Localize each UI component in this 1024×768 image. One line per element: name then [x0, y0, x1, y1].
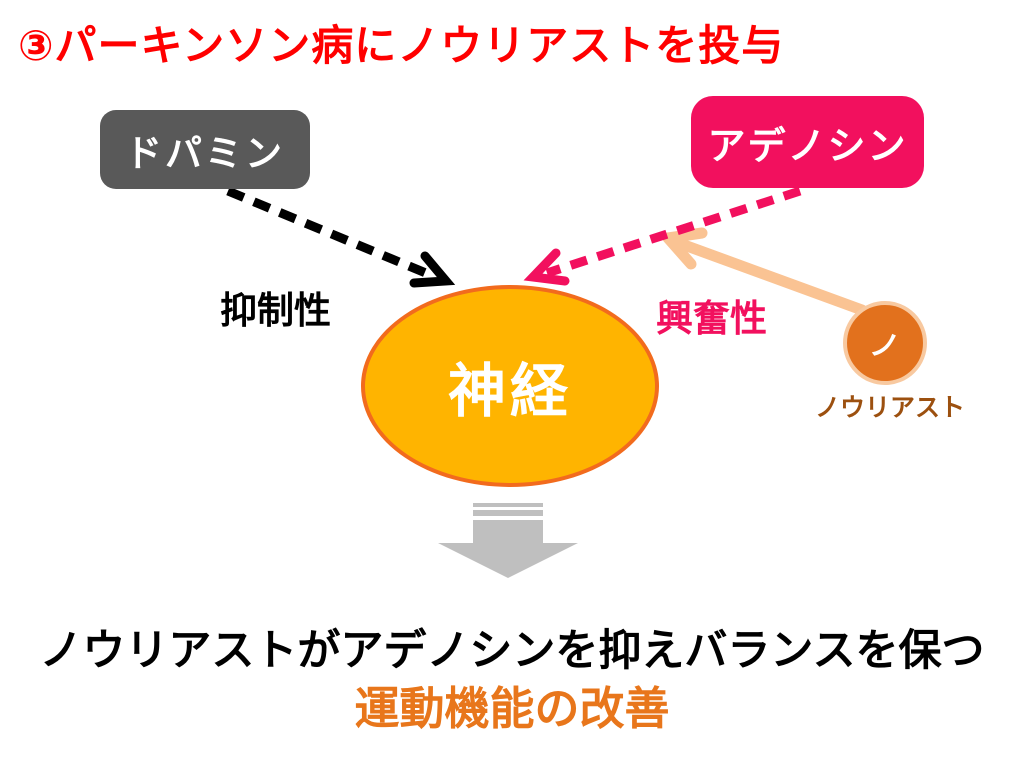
- inhibitory-label: 抑制性: [220, 290, 331, 331]
- adenosine-box: アデノシン: [691, 96, 924, 188]
- nerve-label: 神経: [447, 359, 572, 424]
- conclusion-line2: 運動機能の改善: [354, 683, 670, 734]
- nouriast-pill: ノ: [843, 301, 927, 385]
- down-arrow: [438, 503, 578, 578]
- excitatory-label: 興奮性: [656, 298, 767, 339]
- adenosine-label: アデノシン: [707, 125, 908, 168]
- inhibitory-arrow: [226, 186, 456, 288]
- slide-title: ③パーキンソン病にノウリアストを投与: [18, 22, 785, 69]
- nerve-ellipse: 神経: [361, 285, 659, 487]
- nouriast-label: ノウリアスト: [814, 394, 965, 422]
- conclusion-line1: ノウリアストがアデノシンを抑えバランスを保つ: [39, 627, 985, 675]
- dopamine-label: ドパミン: [125, 132, 285, 174]
- dopamine-box: ドパミン: [100, 110, 310, 189]
- nouriast-pill-glyph: ノ: [867, 328, 902, 365]
- excitatory-arrow: [523, 186, 802, 286]
